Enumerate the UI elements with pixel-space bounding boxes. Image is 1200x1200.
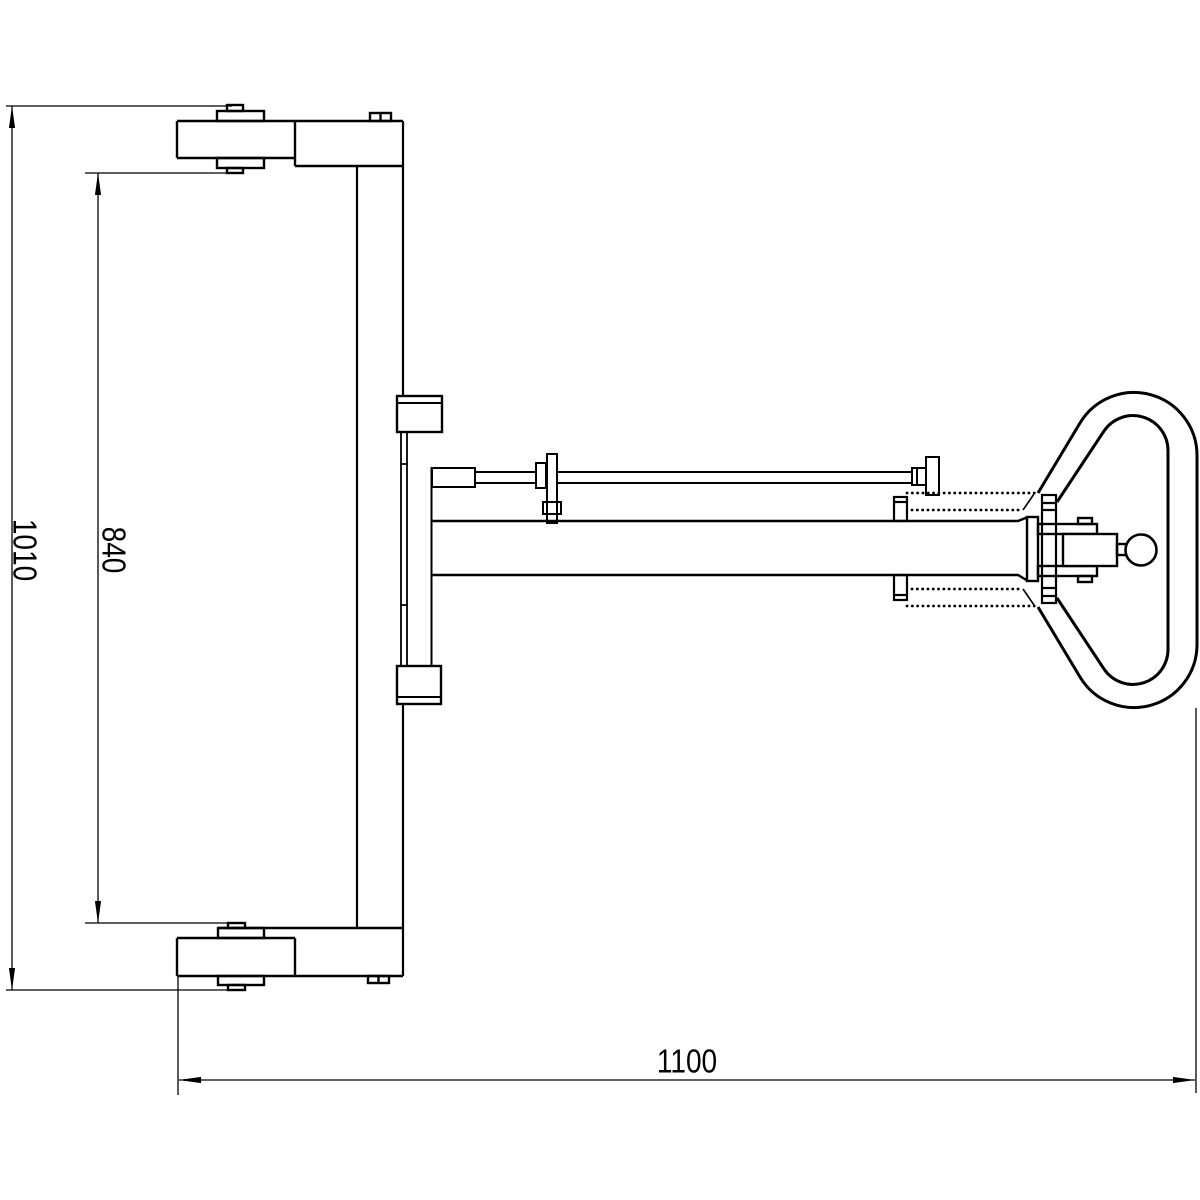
boom-top-edge (432, 515, 1029, 523)
handle-inner-tube (1055, 414, 1170, 686)
screw-rod (431, 453, 940, 524)
rod-flange (535, 462, 547, 489)
top-castor (175, 103, 403, 175)
swivel-cap (225, 103, 245, 113)
clevis-bar-top (1036, 522, 1099, 536)
dim-label-840: 840 (95, 527, 132, 574)
rod-end-flange (925, 456, 940, 496)
swivel-plate (216, 974, 266, 987)
rod-shaft-left (475, 471, 536, 484)
arrowhead-right (1173, 1076, 1195, 1084)
arrowhead-down (94, 901, 102, 923)
clevis-bar-bottom (1036, 564, 1099, 578)
dimension-1100 (177, 708, 1197, 1095)
handle-nut-block (1040, 493, 1058, 605)
handle-outer-tube (1036, 390, 1199, 710)
swivel-plate (216, 926, 266, 940)
sleeve-corner-chamfer (1022, 493, 1035, 606)
clevis-body (1061, 532, 1119, 568)
dimension-840 (85, 172, 232, 924)
toggle-pin (546, 453, 558, 524)
clevis-plate (1025, 515, 1040, 583)
collar-left-top (892, 495, 909, 523)
hidden-sleeve (905, 491, 1037, 608)
clamp-block-bottom (395, 664, 443, 706)
rod-end-fitting (431, 467, 476, 488)
dimension-1010 (6, 105, 245, 991)
main-boom (432, 515, 1029, 583)
crossbar-blade (355, 121, 444, 976)
boom-bottom-edge (432, 573, 1029, 583)
pin-clamp (542, 501, 562, 515)
castor-beam-outline (175, 119, 403, 168)
arrowhead-up (8, 106, 16, 128)
nut-block-lines (1042, 501, 1056, 598)
arrowhead-up (94, 173, 102, 195)
blade-inner-bar (400, 432, 408, 666)
clevis-tab-bottom (1076, 574, 1094, 584)
bottom-castor (175, 921, 403, 992)
swivel-plate (215, 156, 266, 170)
arrowhead-down (8, 968, 16, 990)
swivel-cap (226, 921, 247, 930)
arrowhead-left (179, 1076, 201, 1084)
swivel-cap (225, 166, 245, 175)
handle-loop (1036, 390, 1199, 710)
rod-shaft-right (557, 471, 912, 484)
dim-label-1100: 1100 (657, 1043, 717, 1080)
swivel-cap (226, 983, 247, 992)
clevis-hook (1025, 515, 1158, 584)
clamp-block-top (395, 394, 444, 434)
sleeve-collars (892, 493, 1058, 605)
collar-left-bottom (892, 573, 909, 602)
castor-beam-outline (175, 926, 403, 978)
dim-label-1010: 1010 (6, 519, 43, 581)
clamp-block-cap-lines (397, 402, 442, 698)
swivel-plate (215, 109, 266, 123)
clevis-tab-top (1076, 516, 1094, 526)
rod-nut (911, 467, 927, 486)
ball-knob (1124, 533, 1158, 567)
